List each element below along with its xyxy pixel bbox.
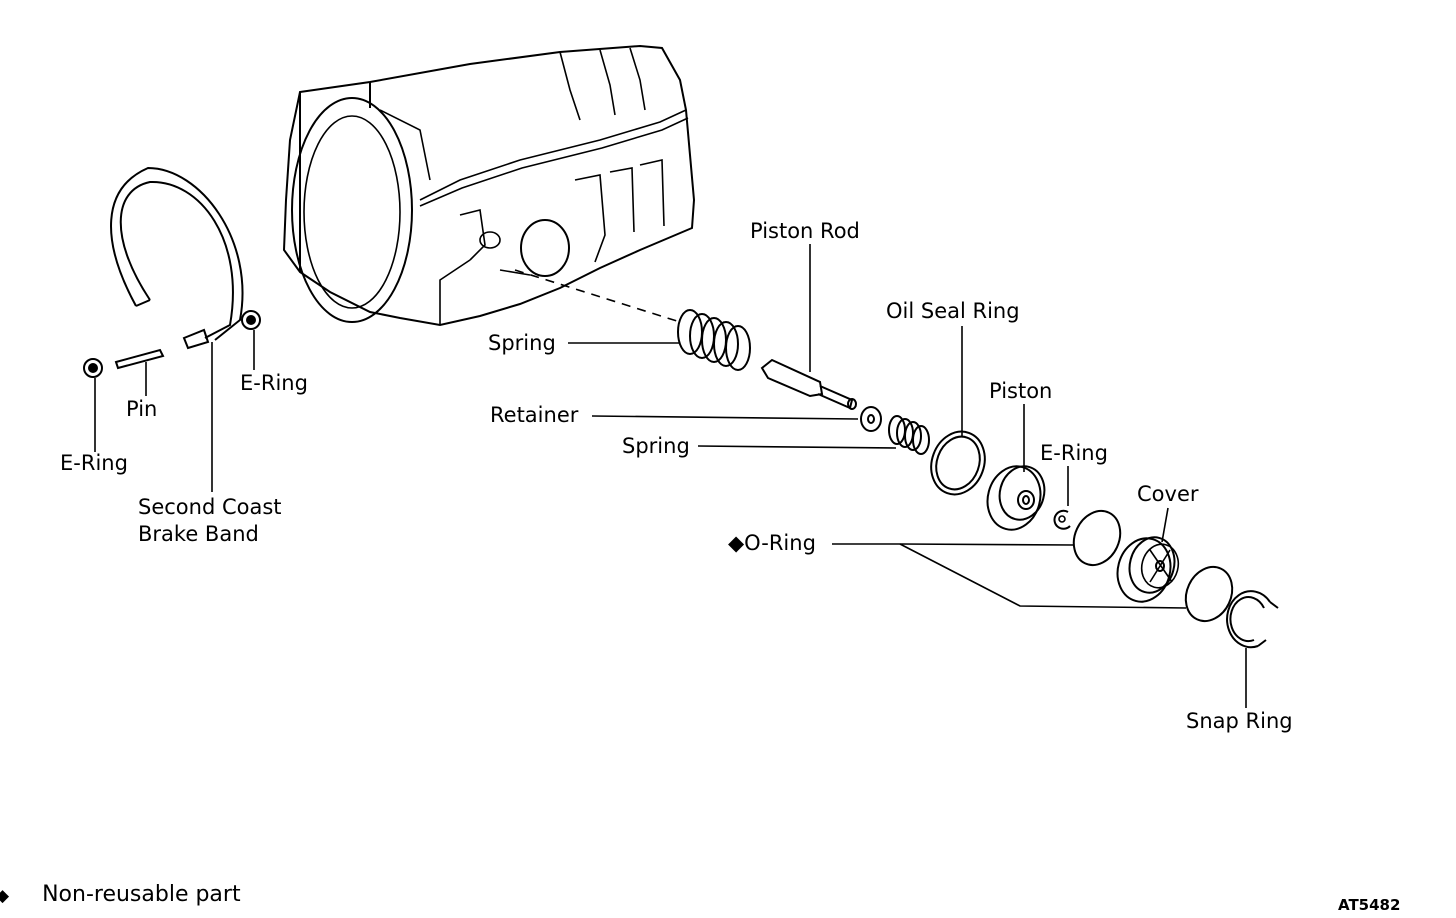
label-retainer: Retainer <box>490 403 579 427</box>
label-e-ring-right: E-Ring <box>240 371 308 395</box>
right-e-ring <box>241 310 261 330</box>
label-o-ring: ◆O-Ring <box>728 531 816 555</box>
pin <box>114 348 165 370</box>
label-snap-ring: Snap Ring <box>1186 709 1293 733</box>
transmission-case <box>282 44 696 327</box>
inner-spring <box>888 415 930 455</box>
legend-symbol: ◆ <box>0 886 10 906</box>
alignment-line <box>514 269 681 323</box>
left-e-ring <box>83 358 103 378</box>
legend-text: Non-reusable part <box>42 882 241 907</box>
retainer <box>860 406 882 432</box>
piston-e-ring <box>1053 509 1071 530</box>
piston-rod <box>760 358 857 410</box>
oil-seal-ring <box>930 430 986 496</box>
label-brake-band-line2: Brake Band <box>138 522 259 546</box>
label-pin: Pin <box>126 397 158 421</box>
label-piston-rod: Piston Rod <box>750 219 860 243</box>
o-ring-1 <box>1072 509 1122 567</box>
label-brake-band-line1: Second Coast <box>138 495 282 519</box>
brake-band <box>110 166 244 350</box>
label-piston: Piston <box>989 379 1053 403</box>
outer-spring <box>677 309 751 371</box>
label-spring-outer: Spring <box>488 331 556 355</box>
label-cover: Cover <box>1137 482 1199 506</box>
label-oil-seal-ring: Oil Seal Ring <box>886 299 1020 323</box>
label-e-ring-left: E-Ring <box>60 451 128 475</box>
label-e-ring-piston: E-Ring <box>1040 441 1108 465</box>
figure-code: AT5482 <box>1338 896 1401 914</box>
snap-ring <box>1226 590 1279 649</box>
piston <box>986 465 1046 531</box>
leader-lines <box>94 244 1247 708</box>
o-ring-2 <box>1184 565 1234 623</box>
legend: ◆ Non-reusable part <box>0 882 241 907</box>
label-spring-inner: Spring <box>622 434 690 458</box>
cover <box>1116 536 1180 603</box>
